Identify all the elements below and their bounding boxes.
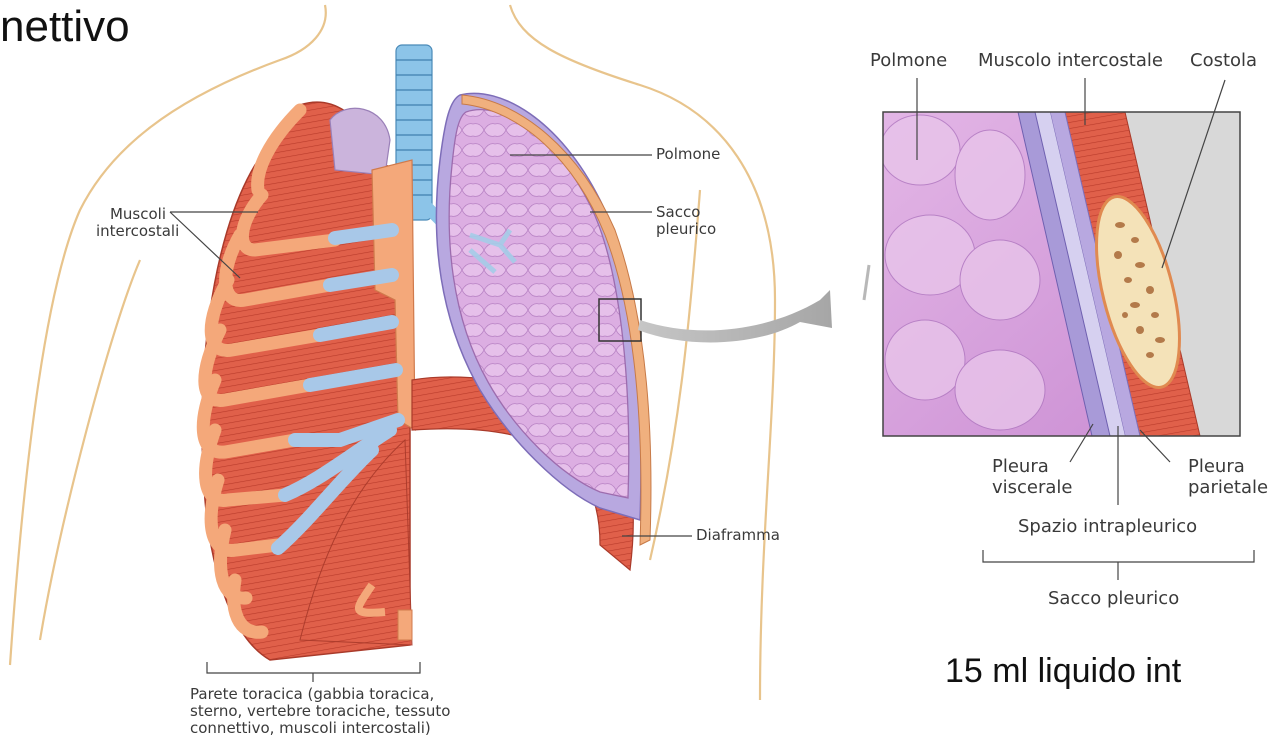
label-diaframma: Diaframma [696, 527, 780, 544]
detail-label-sacco-pleurico: Sacco pleurico [1048, 588, 1179, 609]
label-polmone: Polmone [656, 146, 720, 163]
detail-label-muscolo-intercostale: Muscolo intercostale [978, 50, 1163, 71]
detail-label-costola: Costola [1190, 50, 1257, 71]
detail-label-pleura-viscerale: Pleura viscerale [992, 456, 1073, 498]
pleura-detail-inset [880, 112, 1240, 436]
label-sacco-pleurico: Sacco pleurico [656, 204, 716, 238]
heading-fragment: nettivo [0, 2, 130, 52]
detail-label-polmone: Polmone [870, 50, 947, 71]
label-parete-toracica: Parete toracica (gabbia toracica, sterno… [190, 686, 450, 737]
detail-label-spazio-intrapleurico: Spazio intrapleurico [1018, 516, 1197, 537]
lung-illustration [412, 93, 651, 570]
detail-label-pleura-parietale: Pleura parietale [1188, 456, 1268, 498]
thoracic-wall-illustration [202, 102, 415, 660]
bottom-right-caption: 15 ml liquido int [945, 652, 1181, 691]
label-muscoli-intercostali: Muscoli intercostali [96, 206, 166, 240]
callout-arrow-icon [638, 290, 832, 342]
